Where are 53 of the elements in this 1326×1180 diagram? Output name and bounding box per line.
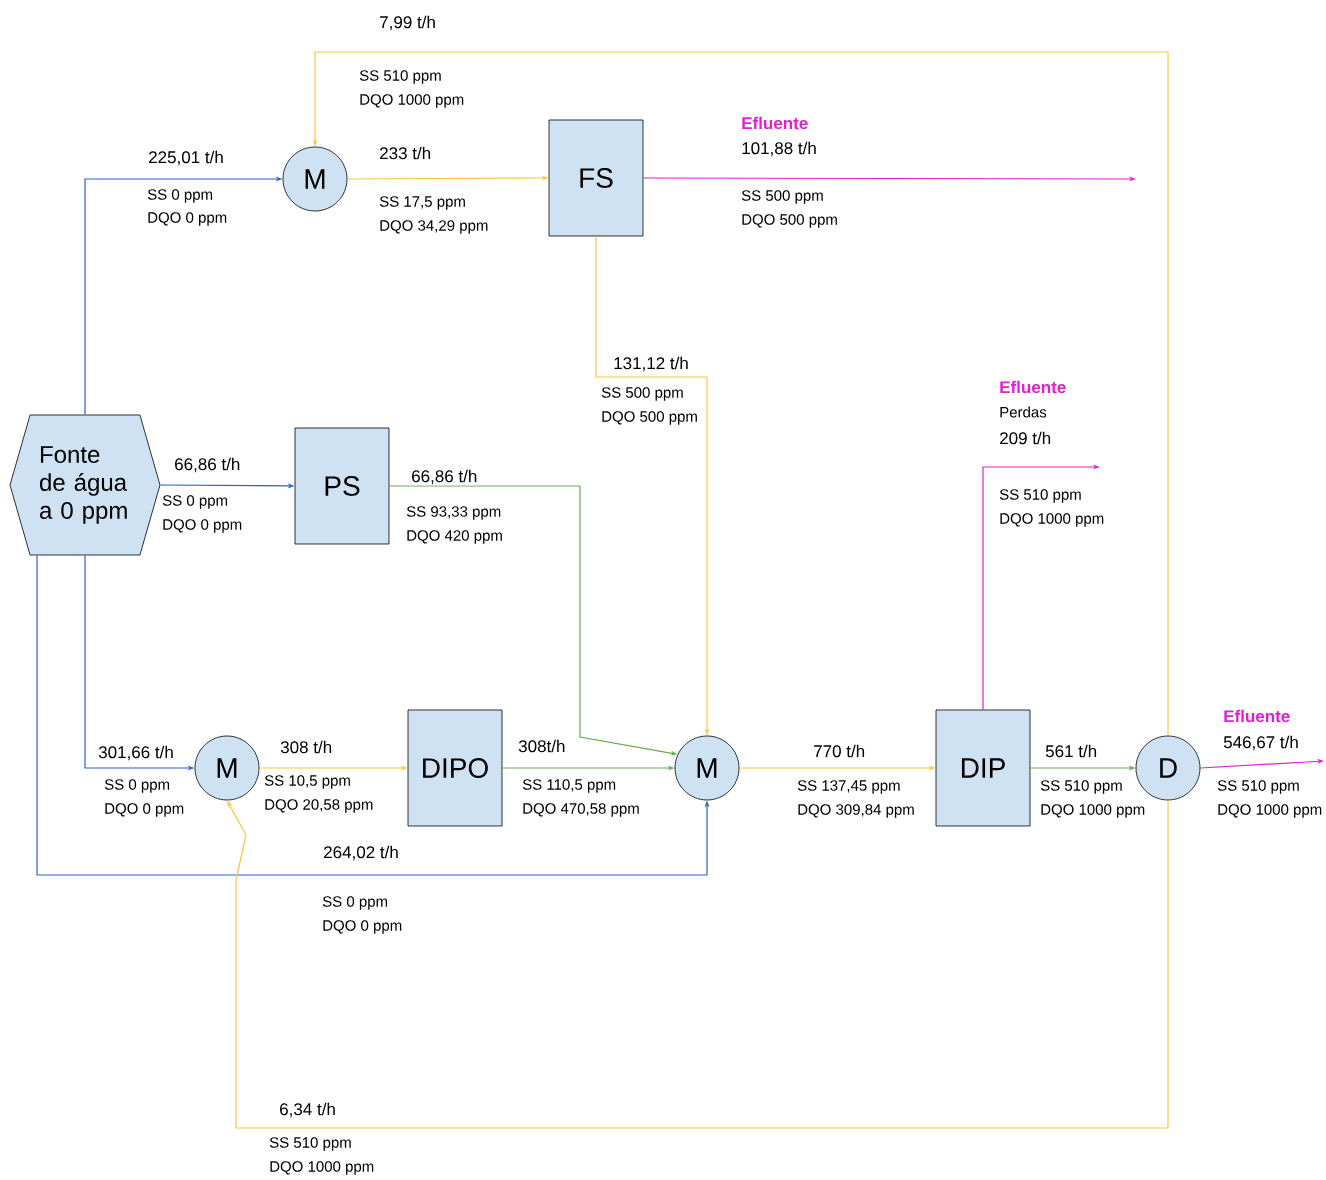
concentration-label: SS 500 ppm <box>600 386 685 402</box>
concentration-label: DQO 0 ppm <box>146 211 229 227</box>
concentration-label: SS 510 ppm <box>268 1136 353 1152</box>
concentration-label: SS 500 ppm <box>740 189 825 205</box>
process-box: DIP <box>935 709 1031 827</box>
concentration-label: DQO 0 ppm <box>321 919 404 935</box>
process-box: DIPO <box>407 709 503 827</box>
flow-rate-label: 233 t/h <box>378 145 433 161</box>
flow-rate-label: 264,02 t/h <box>322 844 400 862</box>
flow-rate-label: 225,01 t/h <box>147 149 225 167</box>
flow-rate-label: 770 t/h <box>812 743 867 759</box>
concentration-label: DQO 470,58 ppm <box>521 802 641 818</box>
stream-label: Efluente <box>740 115 810 131</box>
concentration-label: DQO 420 ppm <box>405 529 504 545</box>
concentration-label: SS 510 ppm <box>1216 779 1301 795</box>
concentration-label: DQO 1000 ppm <box>1216 803 1324 819</box>
concentration-label: SS 137,45 ppm <box>796 779 902 795</box>
concentration-label: SS 0 ppm <box>321 895 390 911</box>
concentration-label: SS 0 ppm <box>161 494 230 510</box>
concentration-label: SS 0 ppm <box>103 778 172 794</box>
concentration-label: SS 510 ppm <box>998 488 1083 504</box>
concentration-label: DQO 500 ppm <box>740 213 839 229</box>
concentration-label: DQO 20,58 ppm <box>263 798 375 814</box>
concentration-label: SS 0 ppm <box>146 188 215 204</box>
flow-rate-label: 308t/h <box>517 738 567 754</box>
flow-rate-label: 301,66 t/h <box>97 744 175 762</box>
flow-rate-label: 101,88 t/h <box>740 140 818 158</box>
flow-rate-label: 546,67 t/h <box>1222 734 1300 752</box>
concentration-label: DQO 0 ppm <box>103 802 186 818</box>
process-box: FS <box>548 119 644 237</box>
concentration-label: SS 17,5 ppm <box>378 195 467 211</box>
concentration-label: DQO 1000 ppm <box>998 512 1106 528</box>
concentration-label: SS 510 ppm <box>1039 779 1124 795</box>
concentration-label: SS 110,5 ppm <box>521 778 618 794</box>
concentration-label: DQO 1000 ppm <box>1039 803 1147 819</box>
stream-label: Efluente <box>998 379 1068 395</box>
concentration-label: Perdas <box>998 405 1048 419</box>
flow-rate-label: 209 t/h <box>998 430 1053 446</box>
flow-rate-label: 308 t/h <box>279 739 334 755</box>
flow-rate-label: 66,86 t/h <box>410 468 479 486</box>
concentration-label: DQO 500 ppm <box>600 410 699 426</box>
concentration-label: DQO 1000 ppm <box>268 1160 376 1176</box>
concentration-label: DQO 34,29 ppm <box>378 219 490 235</box>
flow-arrow <box>227 799 1169 1129</box>
flow-rate-label: 6,34 t/h <box>278 1101 337 1119</box>
concentration-label: SS 510 ppm <box>358 69 443 85</box>
flow-rate-label: 561 t/h <box>1044 743 1099 759</box>
flow-rate-label: 131,12 t/h <box>612 355 690 373</box>
source-hexagon: Fonte de água a 0 ppm <box>9 414 161 556</box>
flow-rate-label: 7,99 t/h <box>378 14 437 32</box>
concentration-label: SS 10,5 ppm <box>263 774 352 790</box>
process-box: PS <box>294 427 390 545</box>
flow-rate-label: 66,86 t/h <box>173 456 242 474</box>
